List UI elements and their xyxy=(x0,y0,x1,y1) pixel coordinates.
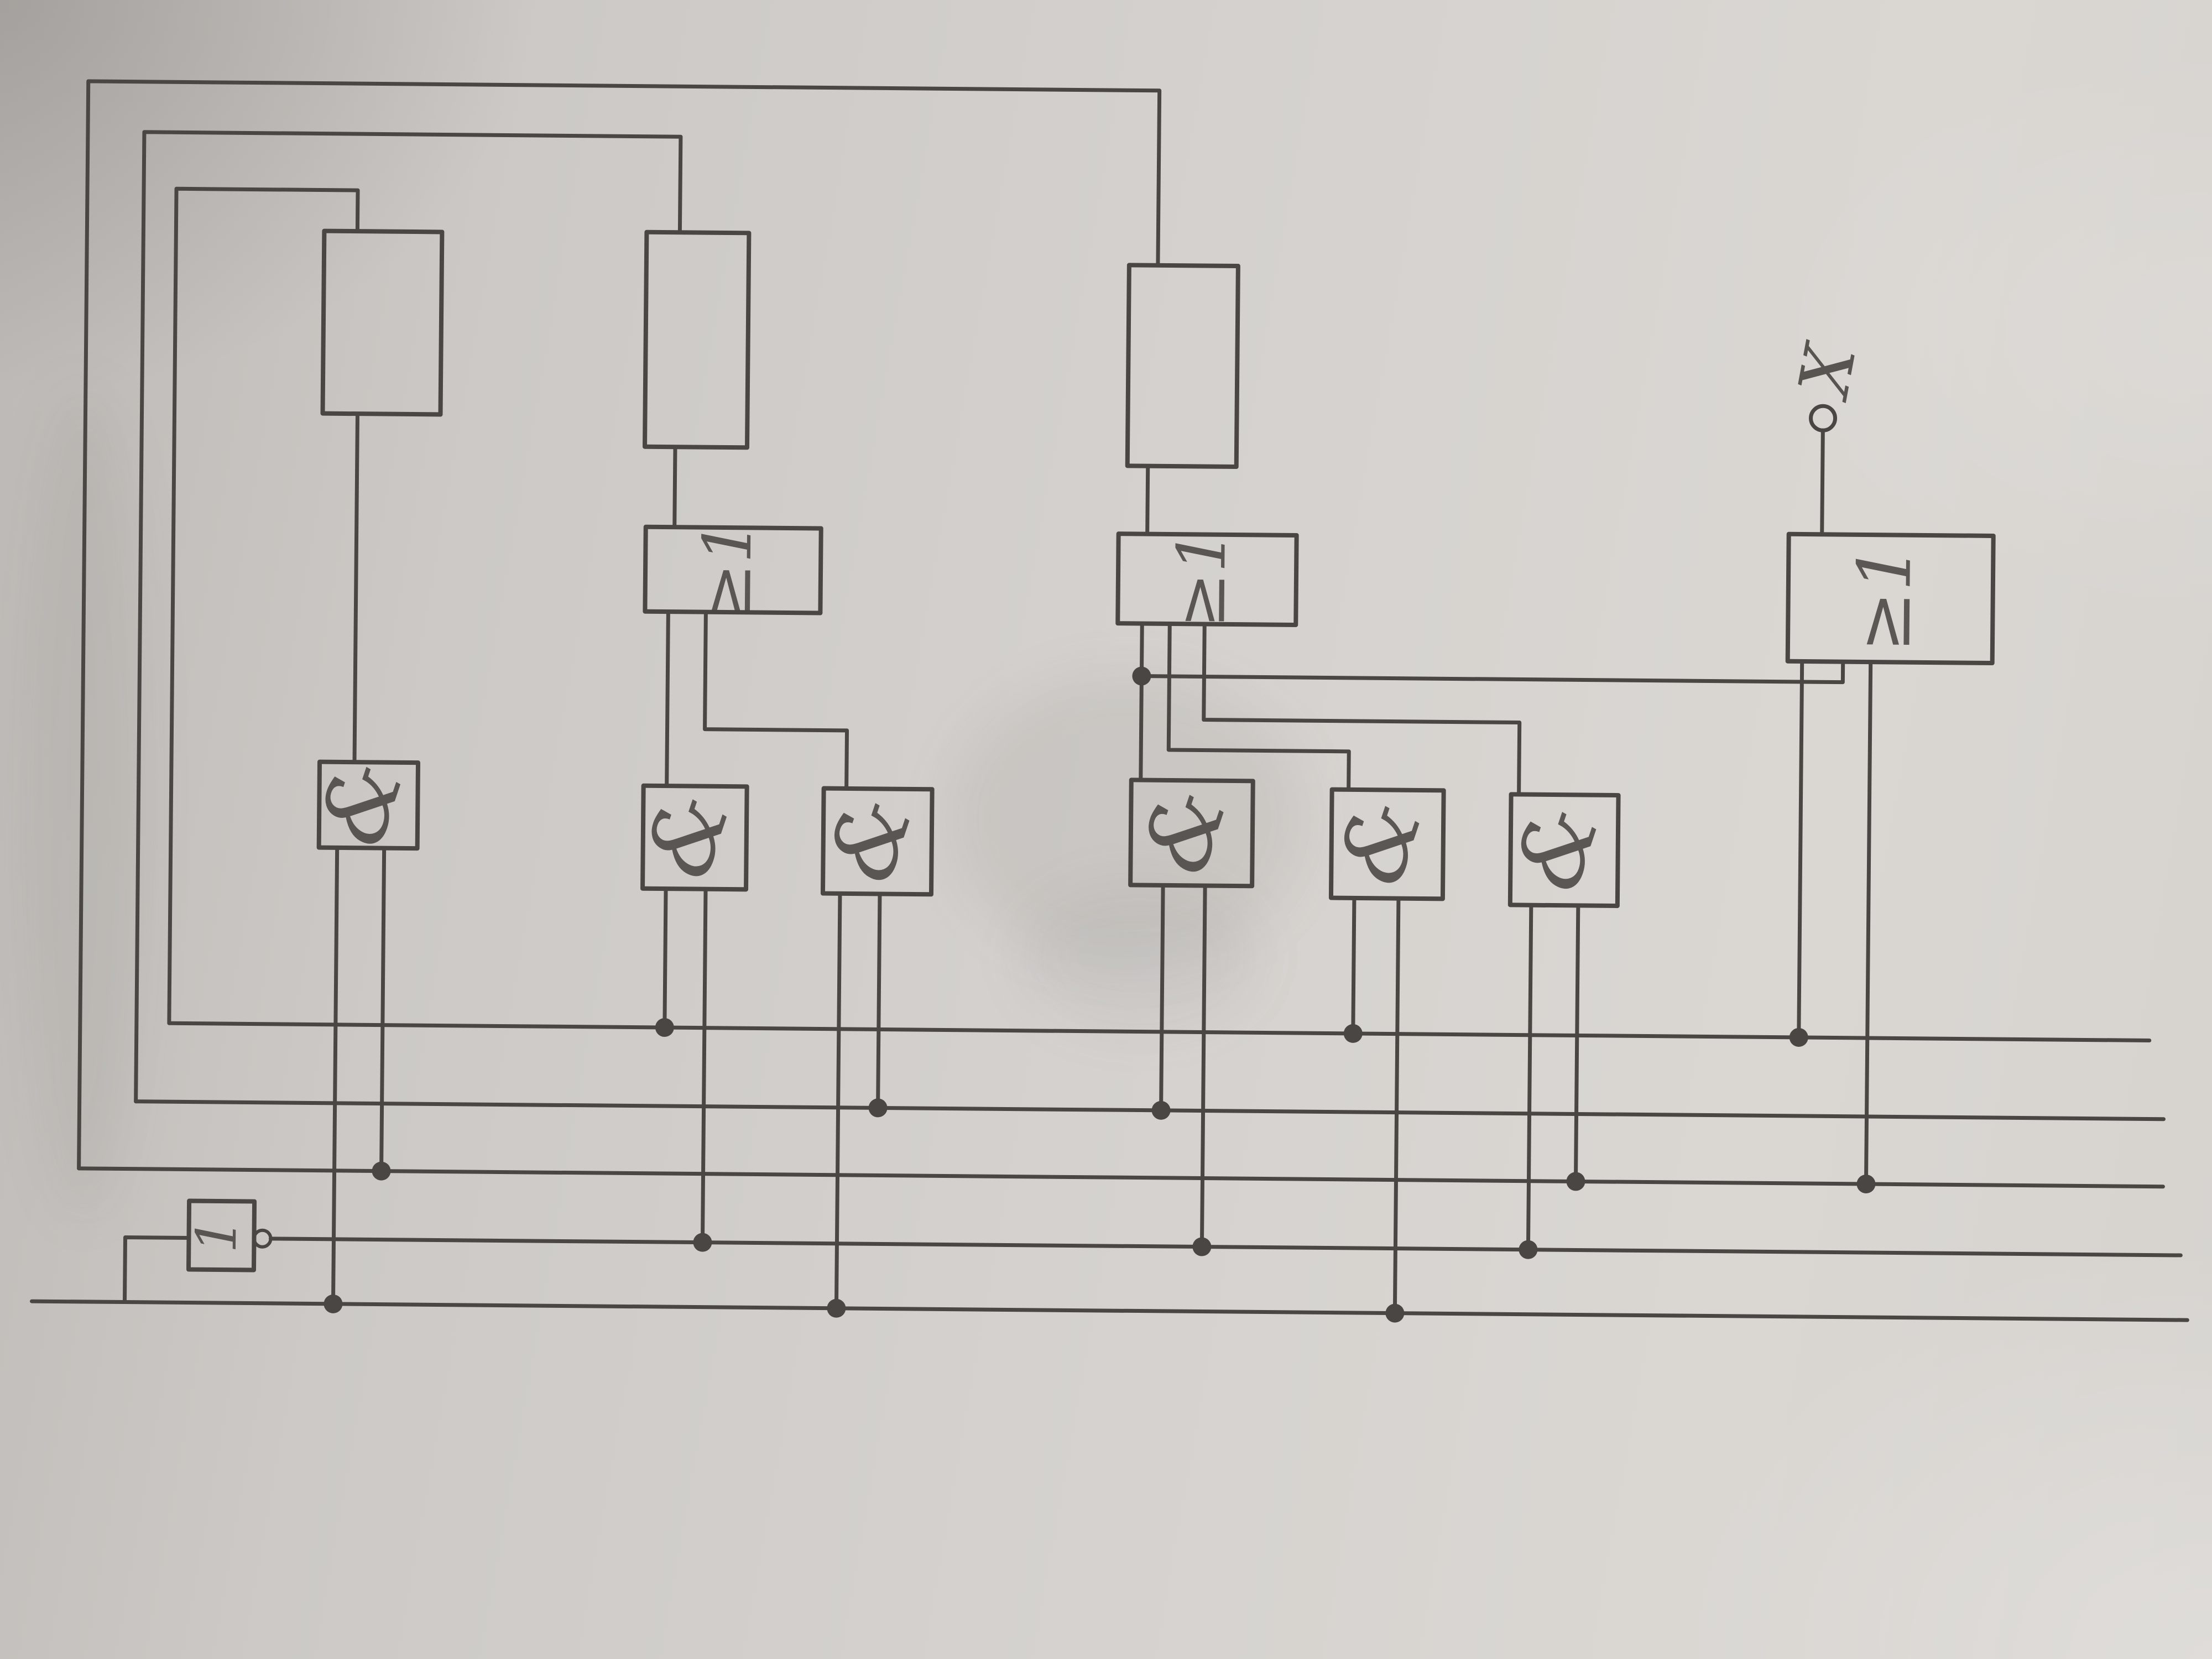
wire-coil1-to-and1 xyxy=(352,411,360,764)
wire-bus-3 xyxy=(77,1166,2165,1189)
schematic-strokes: ≥1≥1≥1&&&&&&1X xyxy=(29,79,2189,1323)
junction-dot-1 xyxy=(655,1018,674,1037)
wire-and4-out-left xyxy=(1159,883,1165,1113)
not-1-inversion-bubble xyxy=(252,1228,273,1249)
out-x-terminal-circle xyxy=(1809,404,1838,432)
wire-and5-out-left xyxy=(1351,896,1357,1036)
wire-or2-to-and4 xyxy=(1139,622,1144,782)
junction-dot-10 xyxy=(1192,1237,1212,1256)
wire-and5-out-right xyxy=(1392,896,1401,1316)
wire-feed-line-2 xyxy=(134,130,683,1104)
coil-2-box xyxy=(643,229,752,450)
wire-feed-line-1 xyxy=(77,79,1162,1171)
or-3-label: ≥1 xyxy=(1841,544,1928,653)
wire-bus-4 xyxy=(268,1237,2183,1258)
junction-dot-13 xyxy=(827,1298,846,1318)
and-3-box xyxy=(820,786,935,897)
wire-and2-out-right xyxy=(700,887,708,1245)
coil-3-box xyxy=(1125,263,1240,469)
or-1-box xyxy=(643,524,823,615)
junction-dot-2 xyxy=(1343,1024,1363,1043)
wire-coil3-to-or2 xyxy=(1145,464,1150,536)
and-2-box xyxy=(640,783,749,892)
or-2-label: ≥1 xyxy=(1163,530,1241,628)
junction-dot-9 xyxy=(693,1233,712,1252)
wire-and3-out-right xyxy=(876,891,882,1110)
or-2-box xyxy=(1115,531,1299,627)
wire-or1-to-and3 xyxy=(703,610,849,791)
and-5-box xyxy=(1328,787,1446,901)
out-x-terminal-label: X xyxy=(1783,336,1872,407)
wire-bus-1 xyxy=(167,1021,2152,1042)
or-1-label: ≥1 xyxy=(689,520,767,619)
junction-dot-14 xyxy=(1385,1303,1405,1323)
and-6-box xyxy=(1507,792,1621,909)
junction-dot-4 xyxy=(868,1098,888,1118)
and-1-box xyxy=(316,759,421,851)
wire-or3-stub-to-bus3 xyxy=(1864,660,1873,1186)
wire-feed-line-3 xyxy=(167,186,360,1025)
junction-dot-15 xyxy=(1132,666,1151,686)
wire-and6-out-left xyxy=(1526,903,1533,1252)
junction-dot-6 xyxy=(372,1161,391,1181)
wire-and1-out-left xyxy=(331,846,340,1306)
junction-dot-11 xyxy=(1519,1240,1538,1259)
wire-or2-branch-to-or3 xyxy=(1139,660,1845,685)
wire-or3-to-terminal-x xyxy=(1820,428,1825,536)
wire-or2-to-and5 xyxy=(1166,622,1351,792)
junction-dot-7 xyxy=(1566,1172,1585,1191)
and-4-label: & xyxy=(1121,775,1248,886)
or-3-box xyxy=(1785,531,1996,665)
wire-and2-out-left xyxy=(662,886,668,1030)
wire-and3-out-left xyxy=(834,891,842,1311)
wire-and4-out-right xyxy=(1199,884,1207,1249)
and-4-box xyxy=(1128,778,1255,889)
wire-or3-stub-to-bus1 xyxy=(1797,659,1804,1040)
wire-and6-out-right xyxy=(1573,903,1580,1183)
and-5-label: & xyxy=(1317,786,1443,897)
wire-or2-to-and6 xyxy=(1202,622,1522,797)
junction-dot-5 xyxy=(1151,1100,1171,1120)
coil-1-box xyxy=(320,228,445,417)
wire-or1-to-and2 xyxy=(665,609,670,788)
junction-dot-3 xyxy=(1789,1027,1808,1047)
wire-bus-5 xyxy=(29,1299,2189,1322)
junction-dot-8 xyxy=(1856,1175,1876,1194)
junction-dot-12 xyxy=(324,1294,343,1313)
wire-bus-2 xyxy=(134,1099,2166,1121)
not-1-label: 1 xyxy=(184,1218,249,1254)
wire-and1-out-right xyxy=(379,846,387,1173)
wire-not-input xyxy=(122,1235,191,1305)
